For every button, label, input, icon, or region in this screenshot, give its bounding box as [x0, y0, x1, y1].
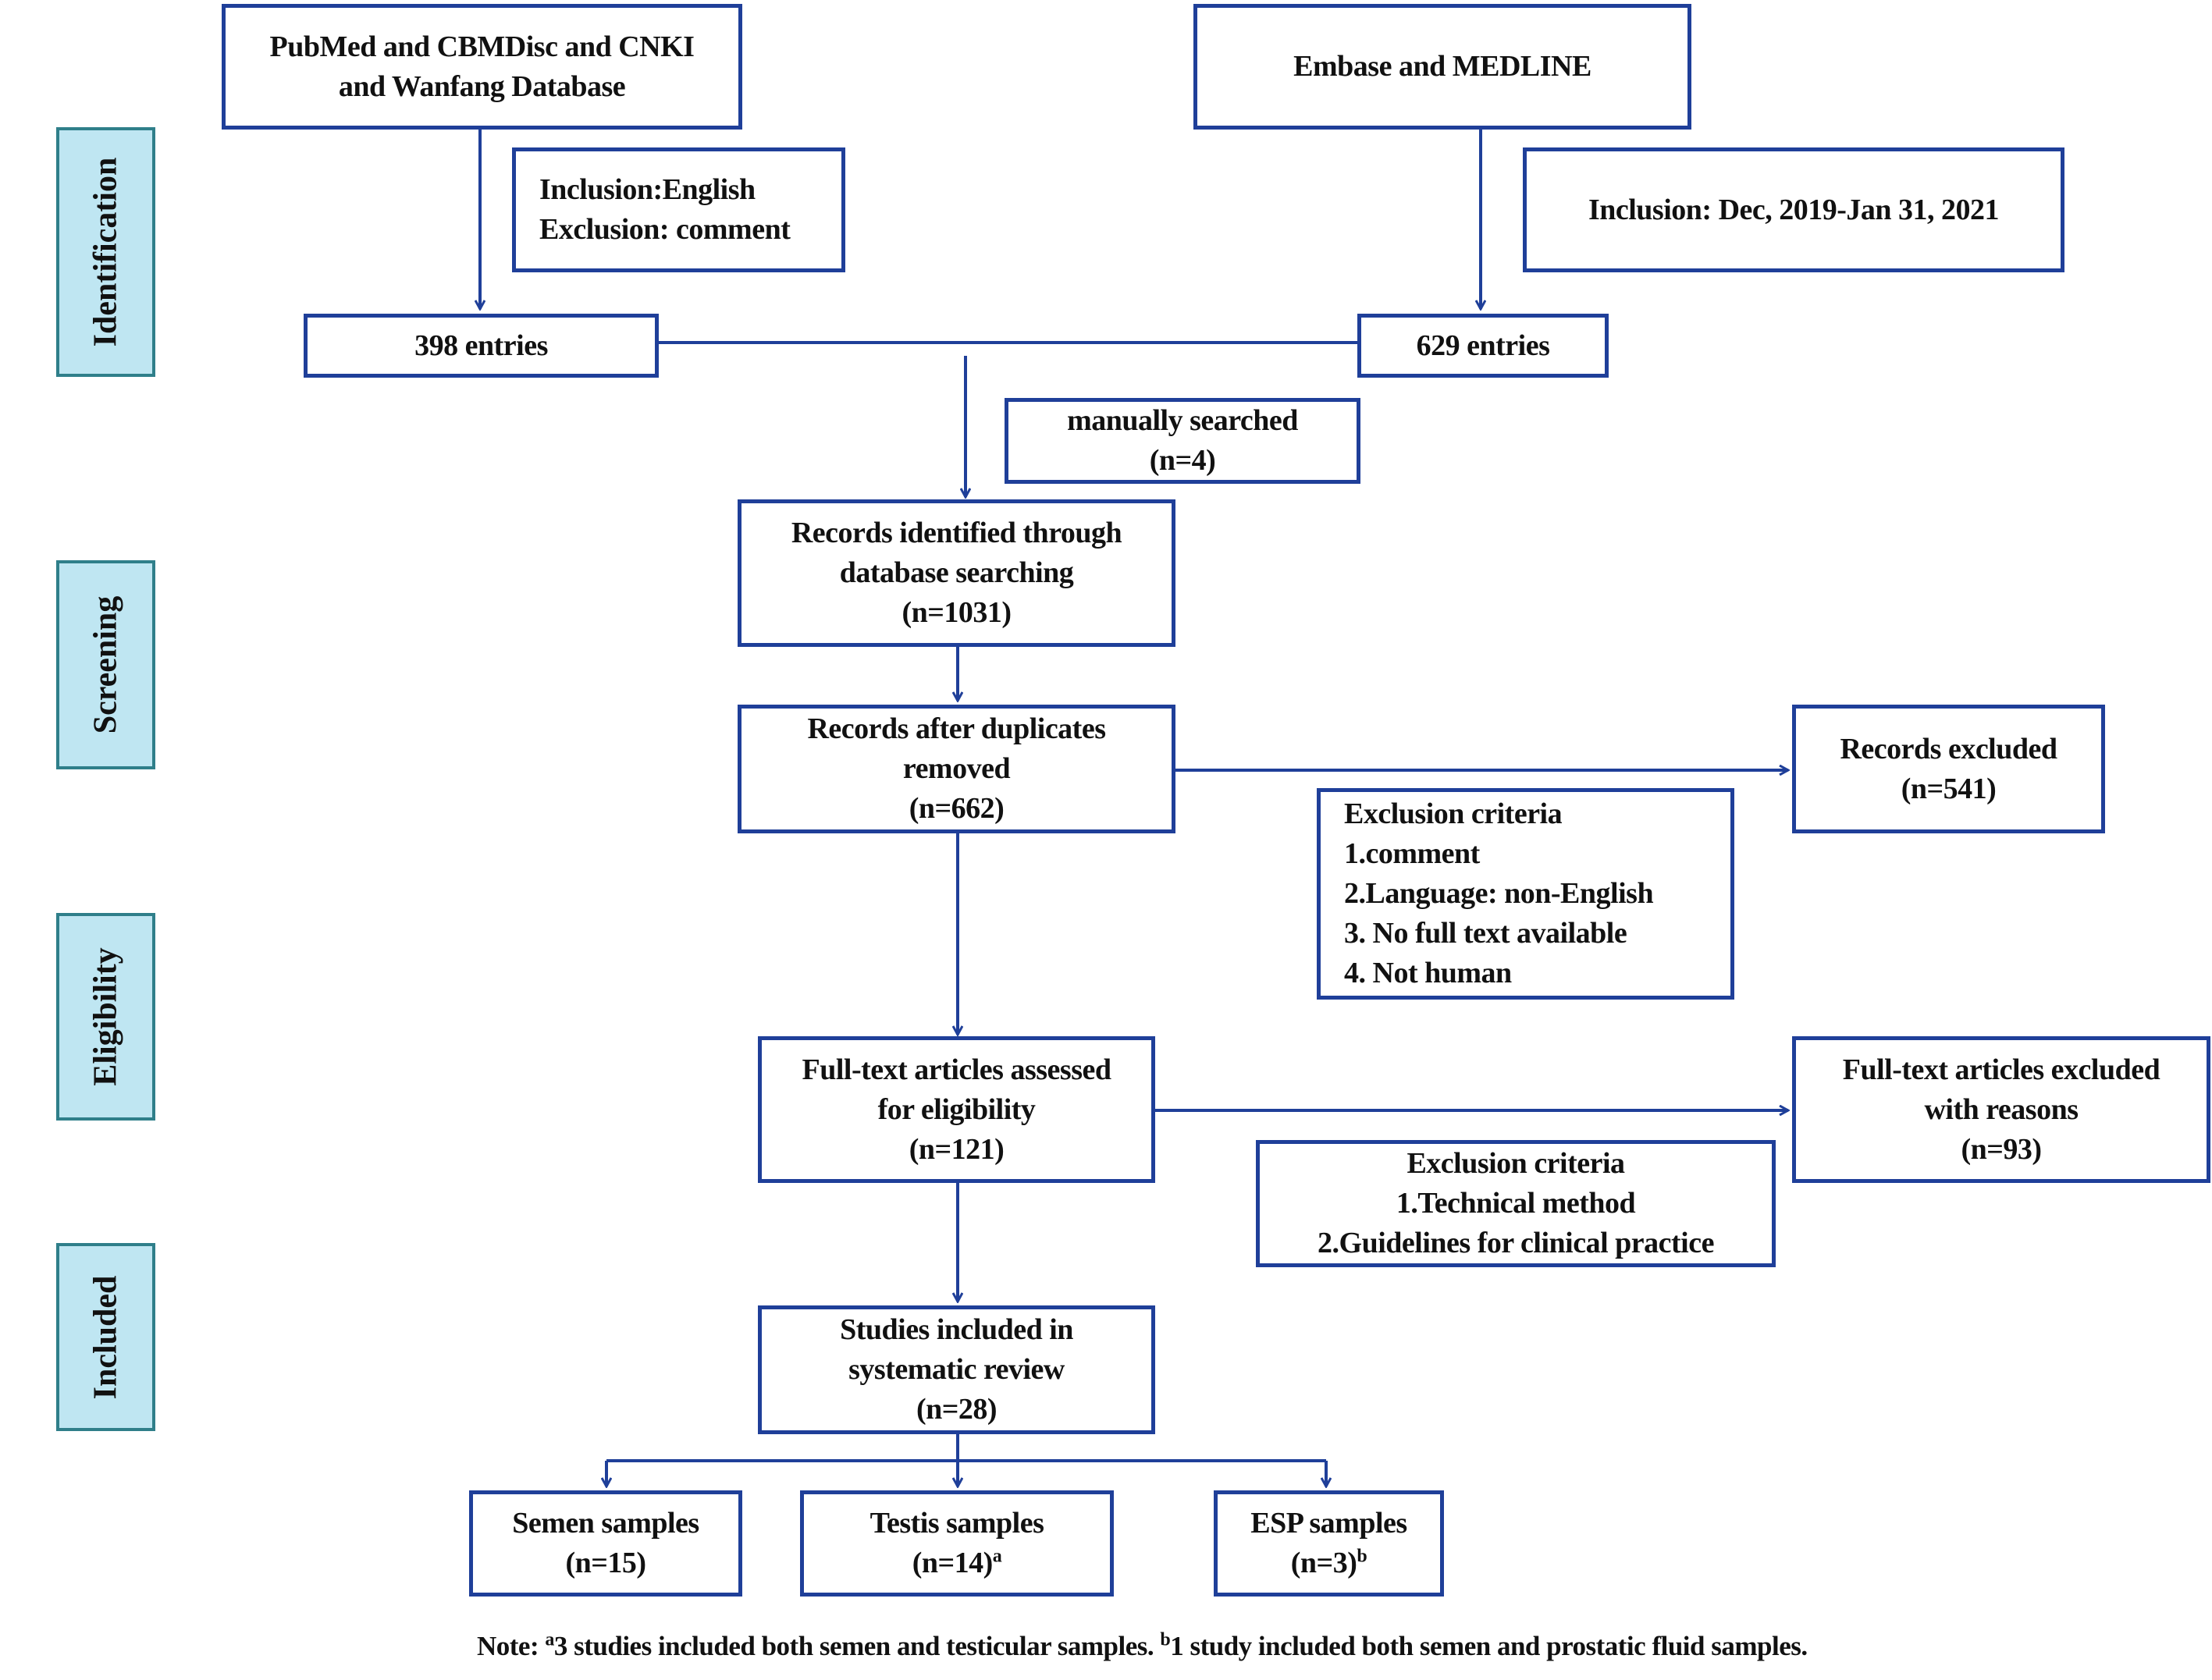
filter-right-box: Inclusion: Dec, 2019-Jan 31, 2021: [1523, 147, 2064, 272]
stage-included: Included: [56, 1243, 155, 1431]
entries-right-label: 629 entries: [1416, 329, 1550, 362]
semen-line2: (n=15): [565, 1547, 646, 1579]
exclusion-criteria-1-box: Exclusion criteria 1.comment 2.Language:…: [1317, 788, 1734, 1000]
records-excluded-line2: (n=541): [1901, 772, 1997, 805]
stage-eligibility-label: Eligibility: [87, 947, 124, 1086]
included-line1: Studies included in: [840, 1313, 1073, 1346]
filter-left-box: Inclusion:English Exclusion: comment: [512, 147, 845, 272]
records-excluded-box: Records excluded (n=541): [1792, 705, 2105, 833]
fulltext-excluded-line1: Full-text articles excluded: [1842, 1053, 2160, 1086]
source-left-line1: PubMed and CBMDisc and CNKI: [269, 30, 695, 63]
exclusion-criteria-2-title: Exclusion criteria: [1407, 1147, 1625, 1180]
stage-identification-label: Identification: [87, 157, 124, 347]
esp-line1: ESP samples: [1250, 1507, 1407, 1540]
testis-footnote-mark: a: [992, 1546, 1002, 1567]
footnote-text-a: 3 studies included both semen and testic…: [553, 1631, 1161, 1661]
deduplicated-line1: Records after duplicates: [807, 712, 1106, 745]
testis-line2: (n=14)a: [912, 1543, 1002, 1583]
exclusion-criteria-1-item: 3. No full text available: [1344, 917, 1627, 950]
entries-right-box: 629 entries: [1357, 314, 1609, 378]
identified-line2: database searching: [839, 556, 1074, 589]
manual-search-box: manually searched (n=4): [1005, 398, 1360, 484]
fulltext-line1: Full-text articles assessed: [802, 1053, 1111, 1086]
testis-samples-box: Testis samples (n=14)a: [800, 1490, 1114, 1597]
footnote-prefix: Note:: [477, 1631, 546, 1661]
stage-included-label: Included: [87, 1275, 124, 1399]
entries-left-box: 398 entries: [304, 314, 659, 378]
fulltext-assessed-box: Full-text articles assessed for eligibil…: [758, 1036, 1155, 1183]
fulltext-excluded-line3: (n=93): [1961, 1132, 2042, 1166]
semen-samples-box: Semen samples (n=15): [469, 1490, 742, 1597]
included-line2: systematic review: [848, 1353, 1065, 1386]
source-left-line2: and Wanfang Database: [338, 69, 626, 103]
exclusion-criteria-1-item: 2.Language: non-English: [1344, 877, 1654, 910]
stage-identification: Identification: [56, 127, 155, 377]
testis-line1: Testis samples: [870, 1507, 1044, 1540]
exclusion-criteria-2-box: Exclusion criteria 1.Technical method 2.…: [1256, 1140, 1776, 1267]
exclusion-criteria-2-item: 2.Guidelines for clinical practice: [1318, 1227, 1714, 1259]
footnote: Note: a3 studies included both semen and…: [477, 1629, 2163, 1662]
source-right-box: Embase and MEDLINE: [1193, 4, 1691, 130]
deduplicated-line3: (n=662): [909, 792, 1005, 825]
esp-count: (n=3): [1290, 1547, 1357, 1579]
filter-left-line1: Inclusion:English: [539, 173, 756, 206]
esp-line2: (n=3)b: [1291, 1543, 1367, 1583]
stage-eligibility: Eligibility: [56, 913, 155, 1121]
stage-screening: Screening: [56, 560, 155, 769]
identified-line3: (n=1031): [902, 596, 1012, 629]
fulltext-excluded-line2: with reasons: [1924, 1092, 2079, 1126]
fulltext-excluded-box: Full-text articles excluded with reasons…: [1792, 1036, 2210, 1183]
testis-count: (n=14): [912, 1547, 994, 1579]
included-studies-box: Studies included in systematic review (n…: [758, 1305, 1155, 1434]
fulltext-line2: for eligibility: [877, 1092, 1036, 1126]
exclusion-criteria-1-title: Exclusion criteria: [1344, 797, 1563, 830]
footnote-mark-a: a: [545, 1629, 554, 1650]
semen-line1: Semen samples: [512, 1507, 699, 1540]
fulltext-line3: (n=121): [909, 1132, 1005, 1166]
identified-records-box: Records identified through database sear…: [738, 499, 1175, 647]
exclusion-criteria-2-item: 1.Technical method: [1396, 1187, 1636, 1220]
deduplicated-line2: removed: [902, 752, 1011, 785]
esp-samples-box: ESP samples (n=3)b: [1214, 1490, 1444, 1597]
manual-line2: (n=4): [1149, 444, 1216, 477]
filter-left-line2: Exclusion: comment: [539, 213, 791, 246]
filter-right-line1: Inclusion: Dec, 2019-Jan 31, 2021: [1588, 193, 2000, 226]
deduplicated-records-box: Records after duplicates removed (n=662): [738, 705, 1175, 833]
source-left-box: PubMed and CBMDisc and CNKI and Wanfang …: [222, 4, 742, 130]
records-excluded-line1: Records excluded: [1840, 732, 2057, 765]
manual-line1: manually searched: [1067, 404, 1298, 437]
footnote-mark-b: b: [1160, 1629, 1171, 1650]
identified-line1: Records identified through: [791, 517, 1122, 549]
entries-left-label: 398 entries: [414, 329, 548, 362]
exclusion-criteria-1-item: 1.comment: [1344, 837, 1480, 870]
exclusion-criteria-1-item: 4. Not human: [1344, 957, 1512, 989]
footnote-text-b: 1 study included both semen and prostati…: [1170, 1631, 1808, 1661]
esp-footnote-mark: b: [1357, 1546, 1367, 1567]
included-line3: (n=28): [916, 1393, 998, 1426]
stage-screening-label: Screening: [87, 595, 124, 734]
source-right-line1: Embase and MEDLINE: [1293, 50, 1591, 83]
